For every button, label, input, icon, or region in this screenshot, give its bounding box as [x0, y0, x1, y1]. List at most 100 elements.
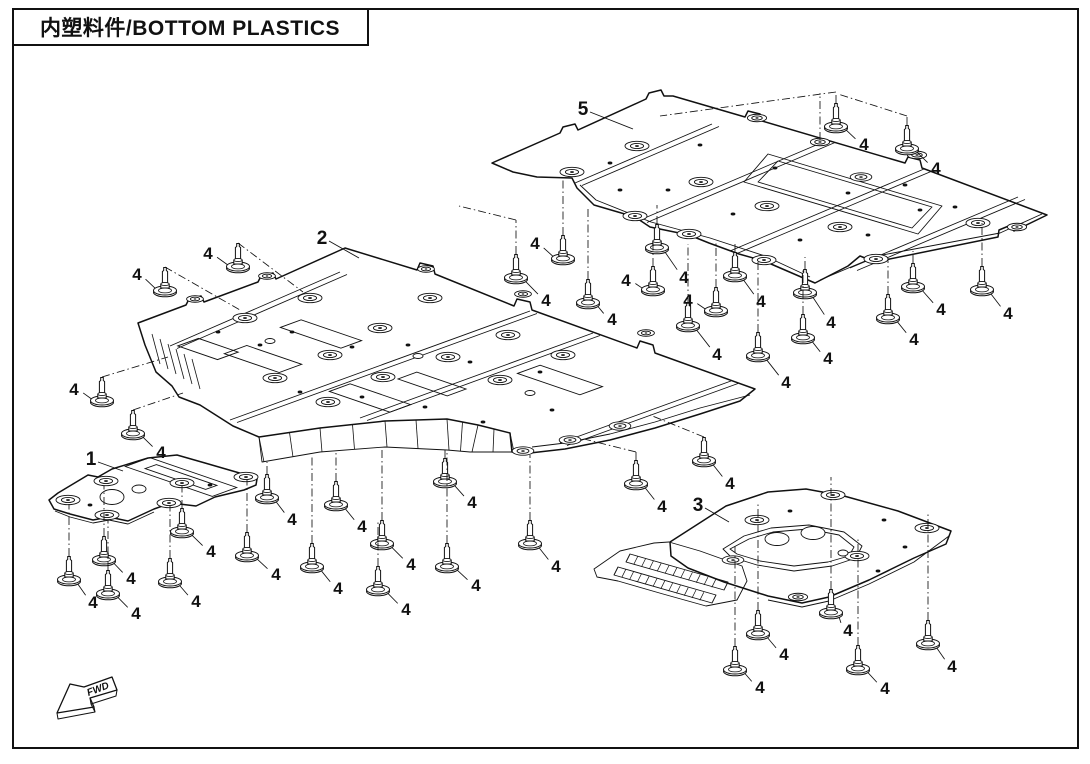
- screw: [916, 512, 945, 660]
- screw-icon: [704, 287, 728, 318]
- screw: [583, 438, 655, 500]
- screw-icon: [92, 536, 116, 567]
- screw-icon: [824, 103, 848, 134]
- screw: [82, 356, 169, 408]
- screw: [518, 455, 549, 560]
- screw-qty-label: 4: [203, 244, 213, 263]
- screw-icon: [90, 377, 114, 408]
- screw-icon: [916, 620, 940, 651]
- screw-icon: [723, 252, 747, 283]
- screw-qty-label: 4: [781, 373, 791, 392]
- screw-qty-label: 4: [69, 380, 79, 399]
- screw-qty-label: 4: [826, 313, 836, 332]
- screw: [901, 251, 934, 304]
- screw: [746, 262, 780, 376]
- screw: [697, 241, 728, 318]
- screw: [255, 462, 285, 513]
- part-number: 1: [86, 449, 97, 470]
- screw-qty-label: 4: [755, 678, 765, 697]
- screw-qty-label: 4: [779, 645, 789, 664]
- screw-qty-label: 4: [607, 310, 617, 329]
- screw-qty-label: 4: [843, 621, 853, 640]
- screw-qty-label: 4: [206, 542, 216, 561]
- screw: [576, 209, 605, 314]
- screw-qty-label: 4: [1003, 304, 1013, 323]
- screw-qty-label: 4: [756, 292, 766, 311]
- screw: [96, 520, 129, 608]
- screw-icon: [970, 266, 994, 297]
- screw: [435, 450, 468, 581]
- screw-qty-label: 4: [683, 291, 693, 310]
- screw: [170, 486, 203, 546]
- screw: [793, 257, 825, 315]
- screw-icon: [435, 543, 459, 574]
- screw-qty-label: 4: [467, 493, 477, 512]
- screw-icon: [504, 254, 528, 285]
- screw-icon: [624, 460, 648, 491]
- screw-icon: [746, 332, 770, 363]
- screw-qty-label: 4: [909, 330, 919, 349]
- screw-qty-label: 4: [191, 592, 201, 611]
- panel-drawings: [48, 89, 1048, 608]
- part-2-panel: [137, 247, 756, 463]
- screw-qty-label: 4: [401, 600, 411, 619]
- screw: [676, 244, 711, 348]
- screw-qty-label: 4: [271, 565, 281, 584]
- screw-qty-label: 4: [621, 271, 631, 290]
- screw-qty-label: 4: [541, 291, 551, 310]
- page-title: 内塑料件/BOTTOM PLASTICS: [40, 16, 340, 40]
- screw-qty-label: 4: [530, 234, 540, 253]
- screw-qty-label: 4: [126, 569, 136, 588]
- screw: [366, 520, 399, 604]
- screw-icon: [692, 437, 716, 468]
- screw-icon: [746, 610, 770, 641]
- screw-icon: [723, 646, 747, 677]
- part-number: 3: [693, 495, 704, 516]
- screw: [746, 504, 777, 649]
- screw-qty-label: 4: [156, 443, 166, 462]
- screw-icon: [255, 474, 279, 505]
- screw: [324, 452, 355, 520]
- screw: [659, 91, 856, 140]
- screw-icon: [433, 458, 457, 489]
- screw: [543, 177, 575, 266]
- screw-icon: [153, 267, 177, 298]
- screw-qty-label: 4: [679, 268, 689, 287]
- screw: [970, 223, 1001, 307]
- screw-qty-label: 4: [936, 300, 946, 319]
- screw: [723, 244, 755, 295]
- screw-qty-label: 4: [823, 349, 833, 368]
- screw: [92, 486, 123, 573]
- part-5-panel: [491, 89, 1048, 284]
- screw-qty-label: 4: [947, 657, 957, 676]
- screw-icon: [300, 543, 324, 574]
- screw-icon: [876, 294, 900, 325]
- screw-icon: [226, 243, 250, 274]
- screw: [145, 266, 241, 311]
- screw: [876, 259, 907, 333]
- screw-icon: [370, 520, 394, 551]
- screw-icon: [645, 224, 669, 255]
- screw: [300, 455, 331, 582]
- screw-qty-label: 4: [657, 497, 667, 516]
- screw-icon: [121, 410, 145, 441]
- screw-icon: [366, 566, 390, 597]
- screw: [57, 504, 86, 596]
- part-label-5: 5: [578, 99, 634, 130]
- screw-qty-label: 4: [931, 159, 941, 178]
- screw-qty-label: 4: [859, 135, 869, 154]
- screw: [370, 447, 404, 559]
- part-number: 5: [578, 99, 589, 120]
- screw: [837, 93, 928, 163]
- screw-icon: [676, 302, 700, 333]
- screw: [635, 240, 665, 297]
- screw-icon: [518, 520, 542, 551]
- screw-icon: [576, 279, 600, 310]
- part-3-panel: [593, 488, 952, 608]
- screw: [121, 392, 184, 447]
- screw-icon: [901, 263, 925, 294]
- screw-icon: [158, 558, 182, 589]
- screw: [723, 546, 753, 682]
